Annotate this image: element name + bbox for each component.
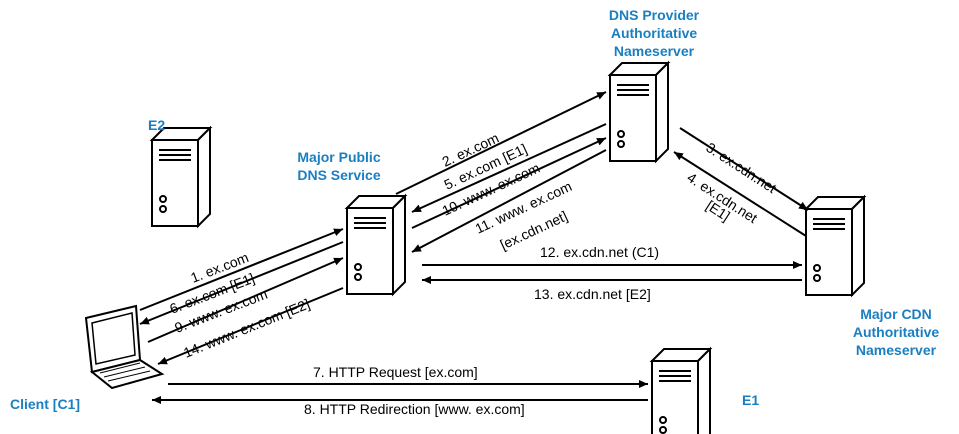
msg-7-label: 7. HTTP Request [ex.com] xyxy=(313,364,478,380)
dns-provider-label-line1: DNS Provider xyxy=(608,7,700,23)
arrow-11 xyxy=(411,149,607,253)
dns-provider-label: DNS Provider Authoritative Nameserver xyxy=(587,6,721,60)
public-dns-label: Major Public DNS Service xyxy=(281,148,397,184)
laptop-icon xyxy=(84,304,165,390)
public-dns-label-line1: Major Public xyxy=(297,149,381,165)
public-dns-label-line2: DNS Service xyxy=(297,167,381,183)
cdn-nameserver-label-line2: Authoritative xyxy=(852,324,940,340)
dns-provider-server-icon xyxy=(609,62,669,162)
arrow-5 xyxy=(411,123,607,213)
arrow-4 xyxy=(673,151,807,237)
client-label: Client [C1] xyxy=(10,396,80,412)
arrow-9 xyxy=(147,257,344,343)
arrow-3 xyxy=(679,127,809,211)
arrow-1 xyxy=(139,228,344,311)
arrow-6 xyxy=(139,241,344,325)
arrow-14 xyxy=(157,287,344,365)
cdn-nameserver-label: Major CDN Authoritative Nameserver xyxy=(833,305,959,359)
cdn-nameserver-server-icon xyxy=(805,196,865,296)
e1-server-icon xyxy=(651,348,711,434)
dns-provider-label-line2: Authoritative xyxy=(610,25,698,41)
public-dns-server-icon xyxy=(346,195,406,295)
e2-server-icon xyxy=(151,127,211,227)
arrow-10 xyxy=(411,137,607,229)
cdn-nameserver-label-line1: Major CDN xyxy=(860,306,932,322)
msg-8-label: 8. HTTP Redirection [www. ex.com] xyxy=(304,401,525,417)
arrow-2 xyxy=(395,91,607,195)
e1-label: E1 xyxy=(742,392,760,408)
msg-12-label: 12. ex.cdn.net (C1) xyxy=(540,244,659,260)
dns-provider-label-line3: Nameserver xyxy=(613,43,695,59)
msg-13-label: 13. ex.cdn.net [E2] xyxy=(534,286,651,302)
e2-label: E2 xyxy=(148,117,166,133)
cdn-nameserver-label-line3: Nameserver xyxy=(855,342,937,358)
